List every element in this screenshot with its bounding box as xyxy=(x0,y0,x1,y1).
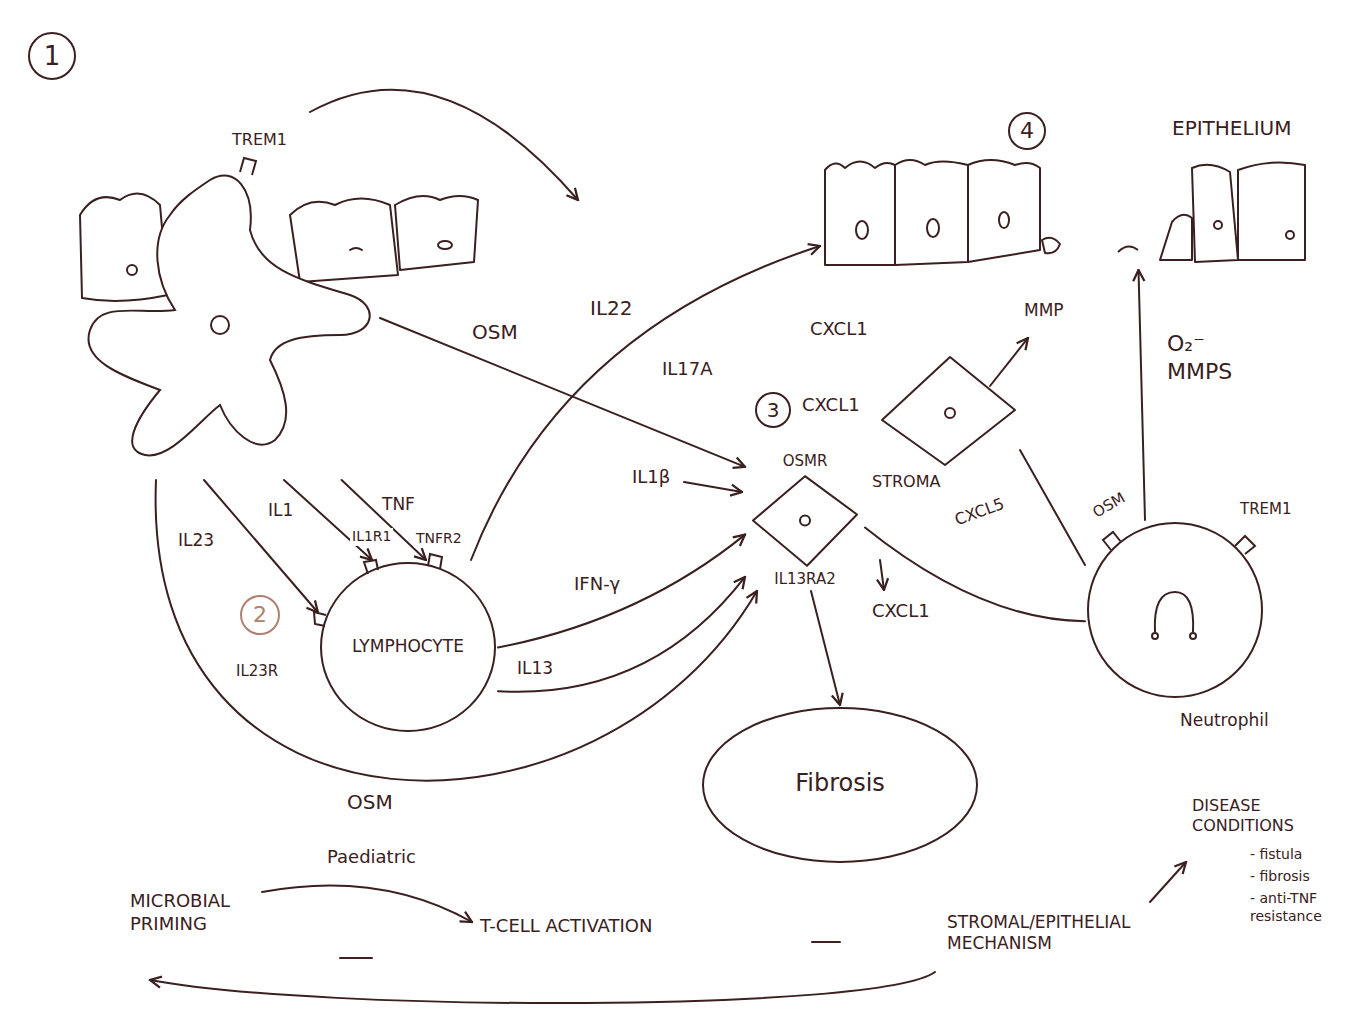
node-text: Fibrosis xyxy=(795,769,885,798)
list-item: - fistula xyxy=(1248,846,1304,864)
note-text: T-CELL ACTIVATION xyxy=(478,915,654,938)
receptor-label: TREM1 xyxy=(1238,500,1294,519)
cytokine-label: IL1β xyxy=(630,466,672,489)
stroma-cell: OSMR IL13RA2 xyxy=(745,450,865,591)
cell-outline xyxy=(60,120,380,480)
connector xyxy=(156,480,757,781)
node-text: Neutrophil xyxy=(1180,710,1269,730)
dendritic-cell: TREM1 xyxy=(60,120,380,480)
note-text: STROMAL/EPITHELIAL MECHANISM xyxy=(945,912,1184,955)
connector xyxy=(1139,270,1146,520)
neutrophil-cell: Neutrophil xyxy=(1085,520,1285,745)
arc-arrow xyxy=(310,90,578,200)
callout-number: 2 xyxy=(240,595,280,635)
enzyme-label: MMP xyxy=(1022,300,1066,321)
flow-arrow xyxy=(1150,862,1186,902)
flow-arrow xyxy=(262,885,472,922)
list-item: - anti-TNF resistance xyxy=(1248,890,1352,925)
epithelial-cell xyxy=(80,194,168,301)
note-text: Paediatric xyxy=(325,846,418,869)
epithelial-cell xyxy=(290,199,398,283)
node-text: LYMPHOCYTE xyxy=(352,636,464,656)
edge-label: IL23 xyxy=(176,530,216,551)
receptor-label: IL23R xyxy=(234,662,280,681)
connector xyxy=(811,591,840,705)
node-text: STROMA xyxy=(872,472,940,491)
return-arrow xyxy=(150,972,935,1003)
epithelium: EPITHELIUM xyxy=(820,110,1310,270)
chemokine-label: CXCL5 xyxy=(950,493,1009,531)
connector xyxy=(342,480,426,560)
epithelial-cell xyxy=(395,196,478,270)
callout-number: 3 xyxy=(755,392,791,428)
cytokine-arrow xyxy=(684,482,742,492)
lymphocyte-cell: LYMPHOCYTE xyxy=(318,560,498,735)
dash xyxy=(812,941,840,943)
connector xyxy=(1020,450,1085,565)
chemokine-label: CXCL1 xyxy=(870,600,932,623)
edge-label: TNF xyxy=(380,494,417,515)
note-text: DISEASE CONDITIONS xyxy=(1190,796,1344,836)
cxcl-arrow xyxy=(880,560,884,590)
edge-label: IL1 xyxy=(266,500,295,521)
connector xyxy=(498,535,745,648)
stroma-diamond xyxy=(745,450,865,591)
fibrosis-region: Fibrosis xyxy=(700,705,980,865)
connector xyxy=(380,318,745,467)
note-text: MICROBIAL PRIMING xyxy=(128,890,257,935)
node-text: TREM1 xyxy=(232,130,287,149)
node-text: OSMR xyxy=(783,452,828,470)
edge-label: IL22 xyxy=(588,296,635,321)
receptor-label: OSM xyxy=(1088,488,1131,523)
chemokine-label: CXCL1 xyxy=(808,318,870,341)
mmp-arrow xyxy=(990,338,1028,386)
dash xyxy=(340,957,372,959)
edge-label: OSM xyxy=(470,320,520,345)
edge-label: OSM xyxy=(345,790,395,815)
stroma-cell: STROMA xyxy=(870,345,1020,495)
node-text: EPITHELIUM xyxy=(1172,116,1291,140)
edge-label: O₂⁻ MMPS xyxy=(1165,330,1249,385)
receptor-label: IL1R1 xyxy=(350,528,393,546)
cytokine-label: IL17A xyxy=(660,358,715,381)
list-item: - fibrosis xyxy=(1248,868,1312,886)
chemokine-label: CXCL1 xyxy=(800,394,862,417)
connector xyxy=(204,480,318,613)
callout-number: 1 xyxy=(28,32,76,80)
callout-number: 4 xyxy=(1008,112,1046,150)
node-text: IL13RA2 xyxy=(774,570,836,588)
edge-label: IFN-γ xyxy=(572,573,622,596)
receptor-label: TNFR2 xyxy=(414,530,464,548)
edge-label: IL13 xyxy=(515,658,555,679)
connector xyxy=(284,480,372,560)
